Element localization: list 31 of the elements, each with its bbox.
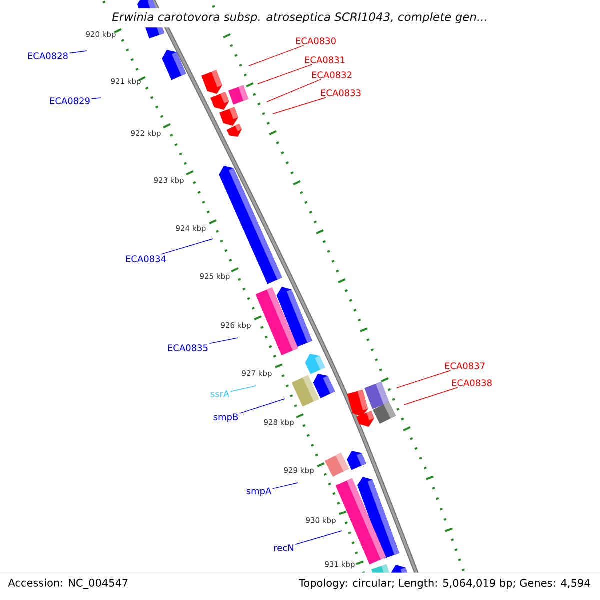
gene-label: ssrA bbox=[210, 390, 230, 398]
leader-line bbox=[404, 387, 458, 406]
gene-label: smpA bbox=[246, 488, 272, 496]
gene-label: ECA0832 bbox=[312, 72, 352, 78]
gene-label: recN bbox=[274, 544, 294, 552]
gene-label: ECA0838 bbox=[452, 380, 492, 386]
leader-line bbox=[69, 50, 88, 54]
leader-line bbox=[248, 45, 304, 66]
leader-line bbox=[91, 98, 102, 100]
gene-label: ECA0837 bbox=[445, 362, 485, 370]
gene-label: ECA0833 bbox=[321, 90, 361, 96]
footer-text: Accession: NC_004547 bbox=[8, 578, 128, 590]
title: Erwinia carotovora subsp. atroseptica SCRI1043, complete gen... bbox=[106, 8, 494, 28]
leader-line bbox=[161, 238, 214, 255]
leader-line bbox=[240, 398, 286, 414]
gene-label: ECA0834 bbox=[126, 256, 166, 262]
leader-line bbox=[258, 64, 312, 84]
leader-line bbox=[209, 338, 238, 344]
gene-label: ECA0830 bbox=[296, 38, 336, 44]
leader-line bbox=[295, 530, 342, 545]
gene-label: ECA0829 bbox=[50, 98, 90, 104]
leader-line bbox=[396, 370, 452, 388]
gene-label: ECA0831 bbox=[305, 56, 345, 64]
gene-label: ECA0835 bbox=[168, 344, 208, 352]
leader-line bbox=[272, 482, 298, 490]
leader-line bbox=[272, 97, 326, 114]
leader-line bbox=[266, 79, 322, 102]
gene-label: smpB bbox=[214, 414, 238, 422]
gene-label: ECA0828 bbox=[28, 52, 68, 60]
footer-text: Topology: circular; Length: 5,064,019 bp; Genes: 4,594 bbox=[299, 578, 590, 590]
leader-line bbox=[230, 386, 256, 392]
